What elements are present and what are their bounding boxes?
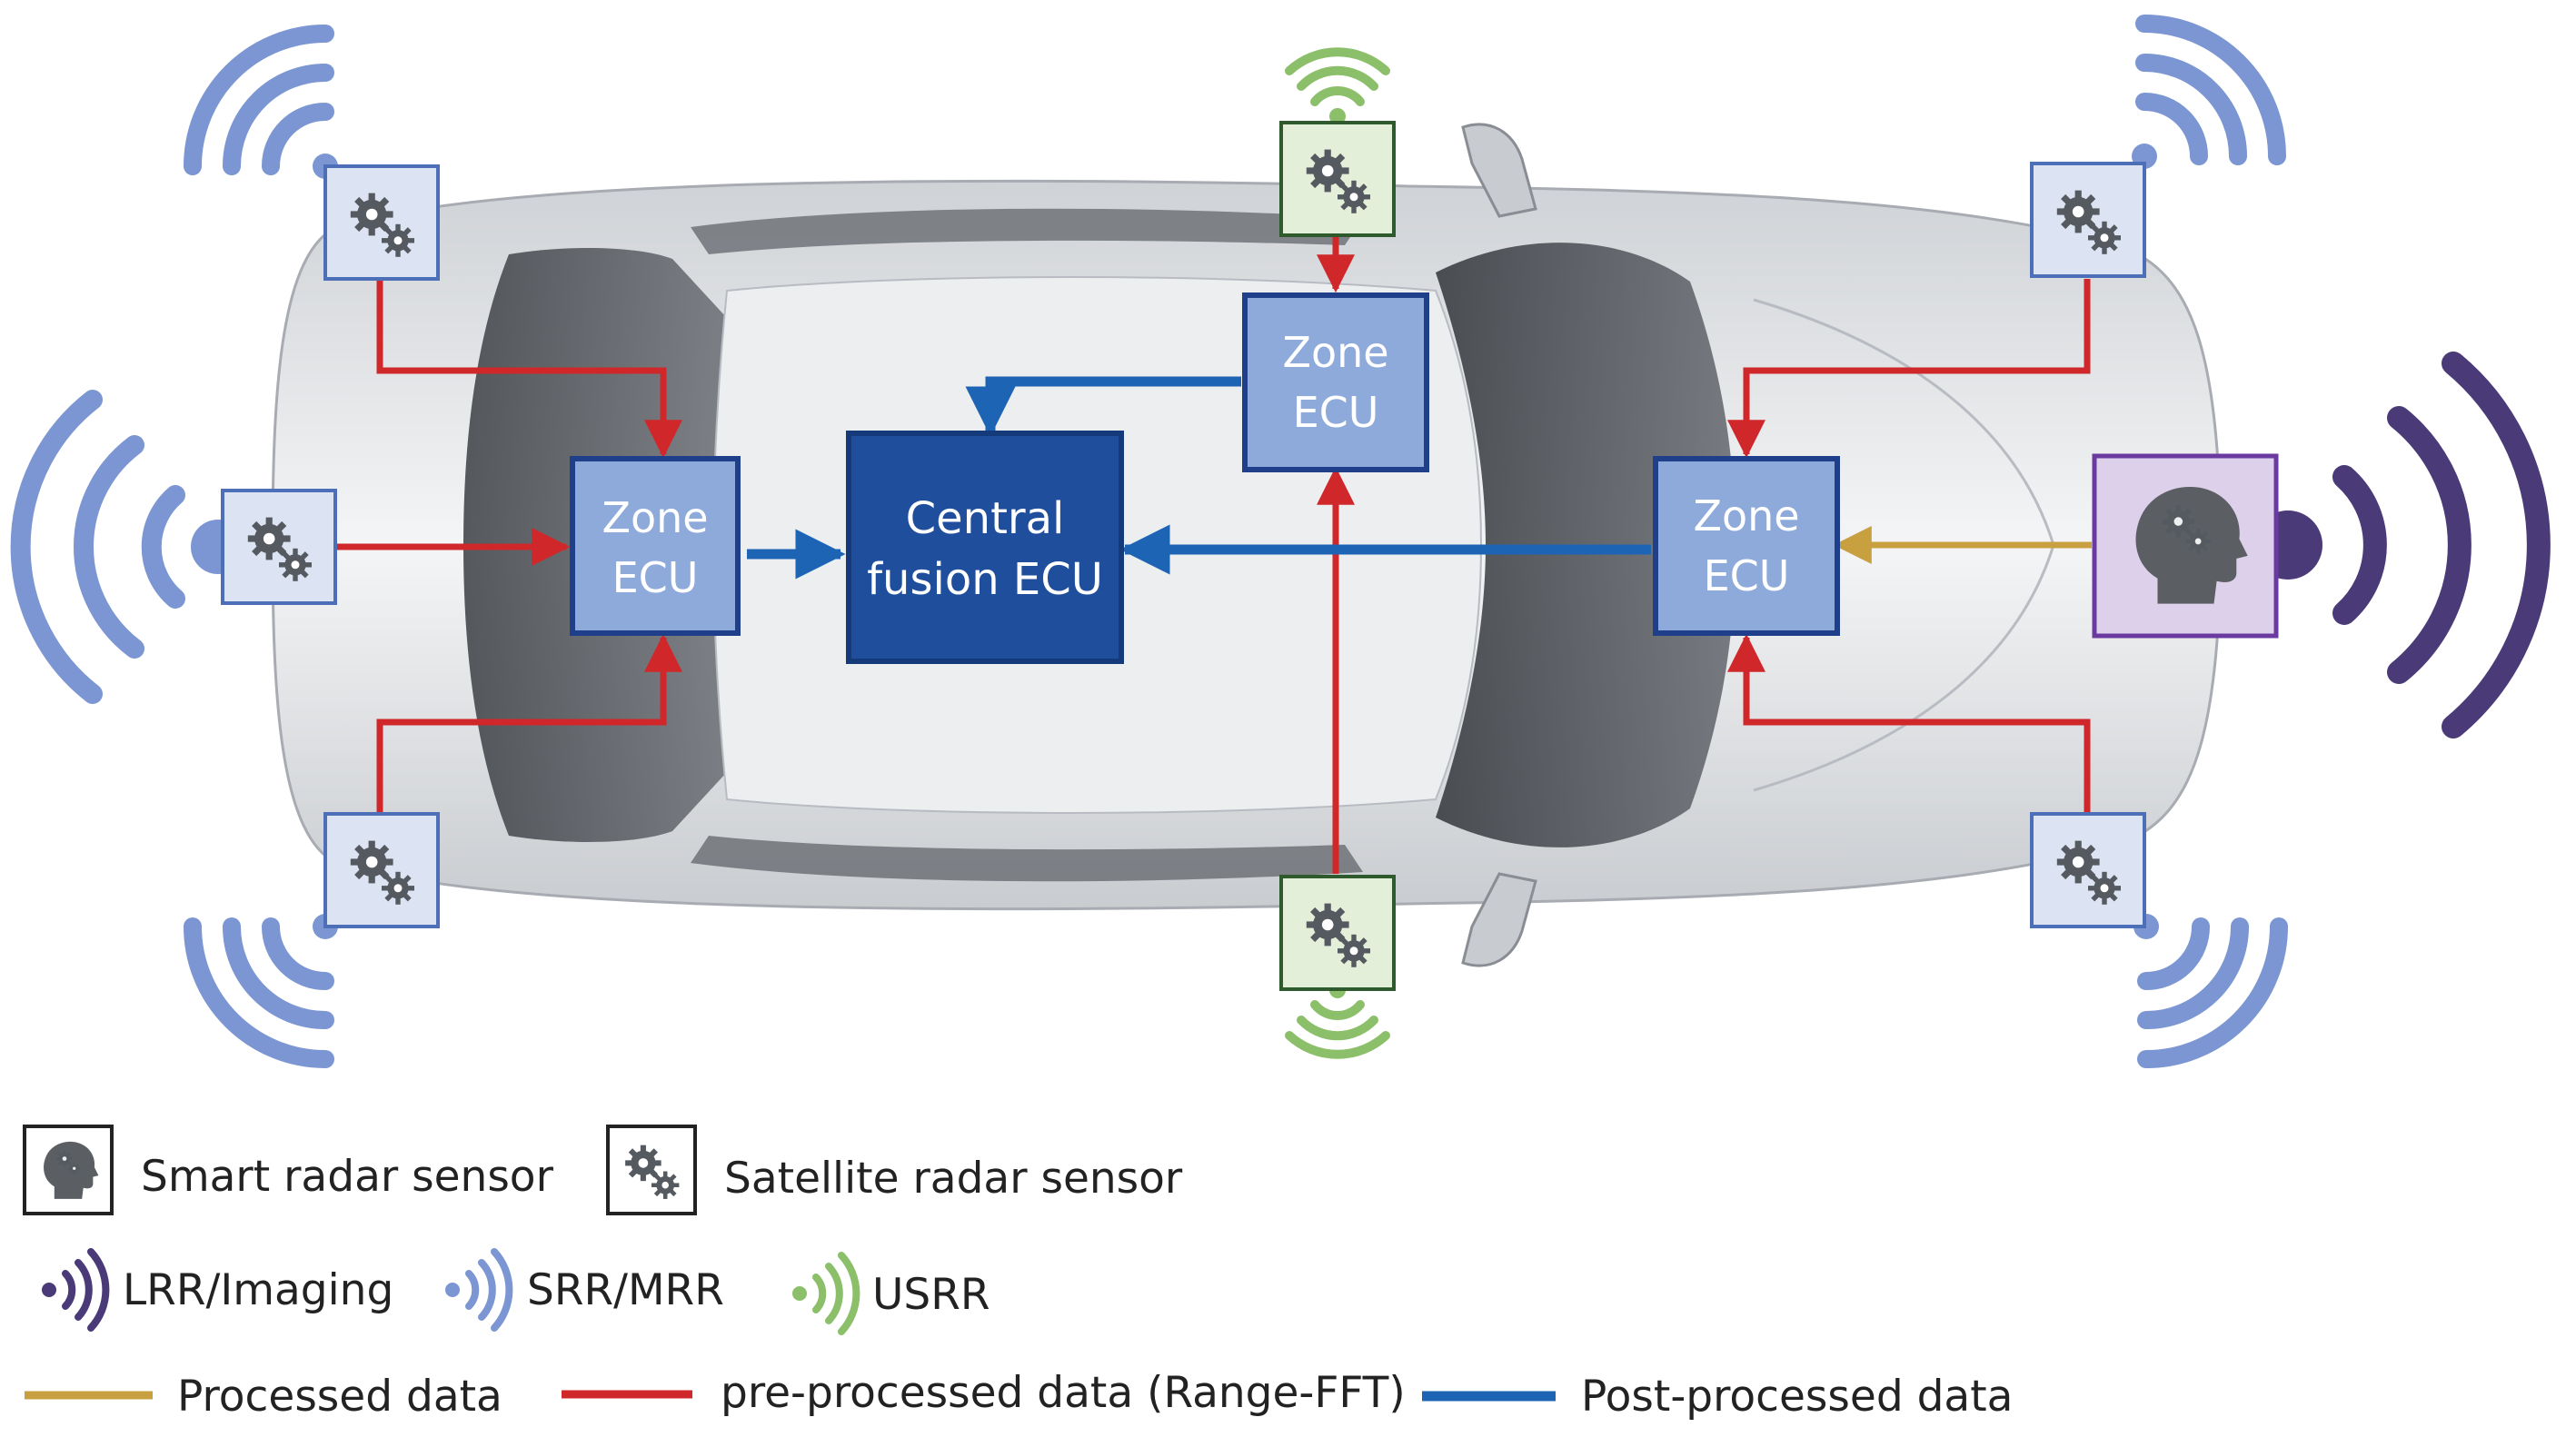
legend-satellite-radar-label: Satellite radar sensor: [724, 1154, 1183, 1204]
central-fusion-ecu-line1: Central: [906, 493, 1065, 544]
legend-srr-label: SRR/MRR: [527, 1265, 724, 1315]
srr-wave-front-left: [184, 25, 338, 179]
radar-wave-icon: [792, 1252, 860, 1335]
legend-lrr-label: LRR/Imaging: [123, 1265, 393, 1315]
central-fusion-ecu-line2: fusion ECU: [867, 554, 1103, 605]
legend-preprocessed-label: pre-processed data (Range-FFT): [721, 1368, 1406, 1418]
satellite-sensor-bottom: [1279, 875, 1396, 991]
zone-ecu-left-line2: ECU: [612, 553, 699, 602]
usrr-wave-top: [1285, 47, 1390, 124]
satellite-sensor-front-right: [2030, 162, 2146, 278]
zone-ecu-left-line1: Zone: [602, 493, 708, 542]
central-fusion-ecu: Central fusion ECU: [846, 431, 1124, 664]
radar-wave-icon: [445, 1248, 513, 1332]
legend-processed: Processed data: [25, 1372, 502, 1422]
zone-ecu-right: Zone ECU: [1653, 456, 1840, 636]
zone-ecu-top-line2: ECU: [1293, 388, 1379, 437]
legend-smart-radar-label: Smart radar sensor: [141, 1152, 554, 1202]
srr-wave-front-right: [2132, 15, 2286, 169]
satellite-sensor-rear-left: [323, 812, 440, 928]
srr-wave-rear-left: [184, 914, 338, 1068]
zone-ecu-left: Zone ECU: [570, 456, 741, 636]
postprocessed-data-lines: [747, 376, 1651, 580]
legend-processed-label: Processed data: [177, 1372, 502, 1422]
legend-smart-radar: Smart radar sensor: [23, 1125, 554, 1215]
radar-wave-icon: [42, 1248, 110, 1332]
satellite-sensor-left: [221, 489, 337, 605]
usrr-wave-bottom: [1285, 982, 1390, 1059]
legend-postprocessed-label: Post-processed data: [1581, 1372, 2013, 1422]
smart-radar-sensor-front: [2092, 453, 2279, 639]
legend-usrr: USRR: [792, 1252, 990, 1335]
legend-satellite-radar: Satellite radar sensor: [606, 1125, 1183, 1215]
lrr-wave-right: [2253, 352, 2551, 738]
legend-postprocessed: Post-processed data: [1422, 1372, 2013, 1422]
legend: Smart radar sensor Satellite radar senso…: [23, 1125, 2013, 1422]
legend-srr: SRR/MRR: [445, 1248, 724, 1332]
zone-ecu-right-line1: Zone: [1693, 491, 1799, 540]
satellite-sensor-top: [1279, 121, 1396, 237]
zone-ecu-top: Zone ECU: [1242, 292, 1429, 472]
legend-preprocessed: pre-processed data (Range-FFT): [562, 1368, 1406, 1418]
zone-ecu-right-line2: ECU: [1704, 551, 1790, 600]
satellite-sensor-rear-right: [2030, 812, 2146, 928]
legend-usrr-label: USRR: [872, 1270, 990, 1320]
srr-wave-left: [10, 390, 245, 704]
legend-lrr: LRR/Imaging: [42, 1248, 393, 1332]
preprocessed-data-lines: [334, 233, 2091, 874]
zone-ecu-top-line1: Zone: [1282, 328, 1388, 377]
srr-wave-rear-right: [2133, 914, 2288, 1068]
satellite-sensor-front-left: [323, 164, 440, 281]
